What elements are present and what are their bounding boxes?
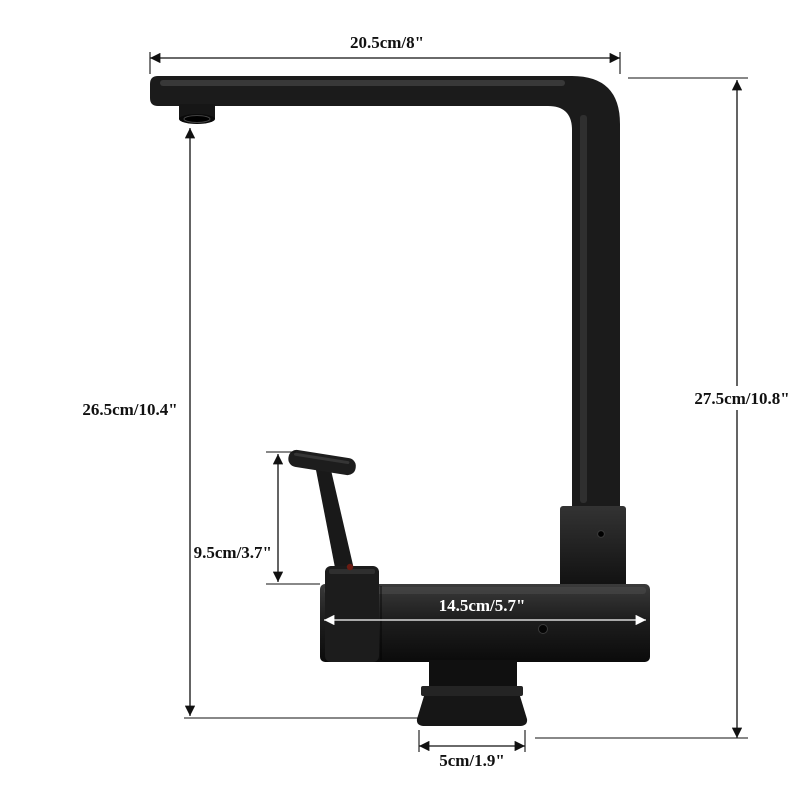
dimension-label: 26.5cm/10.4" xyxy=(82,400,177,419)
dim-spout-height: 26.5cm/10.4" xyxy=(82,127,420,719)
dimension-label: 20.5cm/8" xyxy=(350,33,424,52)
handle-dot-icon xyxy=(346,563,354,571)
faucet-handle xyxy=(288,449,379,662)
faucet-nozzle xyxy=(179,104,215,124)
dim-body-width: 14.5cm/5.7" xyxy=(324,596,646,626)
label-background xyxy=(686,386,798,410)
faucet-joint xyxy=(560,506,626,588)
dim-total-height: 27.5cm/10.8" xyxy=(535,77,798,739)
dimension-label: 14.5cm/5.7" xyxy=(439,596,526,615)
faucet-riser-highlight xyxy=(580,115,587,503)
dim-top-width: 20.5cm/8" xyxy=(149,33,621,74)
dimension-label: 5cm/1.9" xyxy=(439,751,505,770)
base-neck xyxy=(429,660,517,690)
dimension-label: 9.5cm/3.7" xyxy=(194,543,272,562)
dimension-label: 27.5cm/10.8" xyxy=(694,389,789,408)
body-screw-icon xyxy=(538,624,548,634)
base-lip xyxy=(421,686,523,696)
faucet-tube-highlight xyxy=(160,80,565,86)
faucet xyxy=(150,76,650,726)
dim-handle-height: 9.5cm/3.7" xyxy=(194,451,320,585)
dim-base-width: 5cm/1.9" xyxy=(418,730,526,770)
joint-screw-icon xyxy=(597,530,605,538)
handle-mount xyxy=(325,566,379,662)
faucet-base xyxy=(416,660,528,726)
handle-arm xyxy=(316,470,356,578)
base-plate xyxy=(416,696,528,726)
faucet-tube xyxy=(150,76,620,508)
